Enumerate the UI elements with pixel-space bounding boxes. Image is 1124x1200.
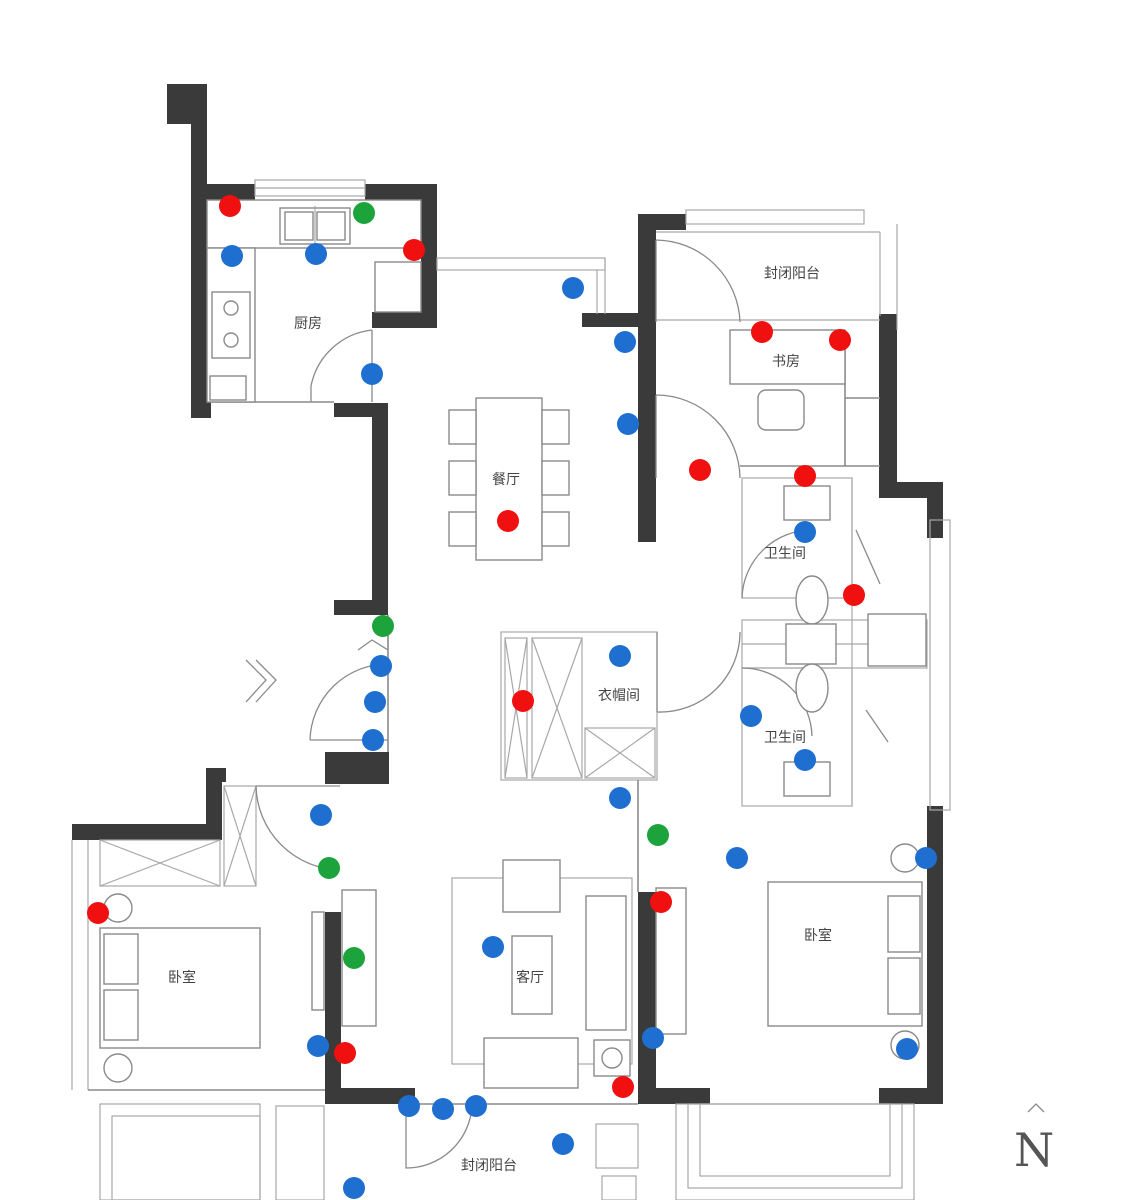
- marker-blue-18: [609, 645, 631, 667]
- label-dining: 餐厅: [492, 472, 520, 488]
- compass-letter: N: [1014, 1123, 1054, 1177]
- label-bath-lower: 卫生间: [764, 730, 806, 746]
- furniture: [99, 199, 927, 1089]
- marker-blue-26: [310, 804, 332, 826]
- label-bedroom-right: 卧室: [804, 927, 832, 944]
- room-labels: 厨房 封闭阳台 书房 餐厅 卫生间 衣帽间 卫生间 卧室 卧室 客厅 封闭阳台: [168, 266, 832, 1174]
- marker-blue-35: [307, 1035, 329, 1057]
- marker-red-16: [843, 584, 865, 606]
- label-balcony-bottom: 封闭阳台: [461, 1158, 517, 1174]
- label-kitchen: 厨房: [294, 316, 322, 332]
- marker-blue-3: [221, 245, 243, 267]
- marker-blue-30: [726, 847, 748, 869]
- marker-blue-43: [552, 1133, 574, 1155]
- marker-blue-19: [370, 655, 392, 677]
- marker-blue-23: [740, 705, 762, 727]
- label-bedroom-left: 卧室: [168, 969, 196, 986]
- marker-green-2: [353, 202, 375, 224]
- label-closet: 衣帽间: [598, 688, 640, 704]
- marker-blue-6: [562, 277, 584, 299]
- marker-blue-24: [794, 749, 816, 771]
- marker-green-17: [372, 615, 394, 637]
- marker-blue-25: [609, 787, 631, 809]
- north-compass: N: [1014, 1103, 1054, 1177]
- walls: [72, 84, 943, 1104]
- marker-blue-20: [364, 691, 386, 713]
- marker-blue-36: [642, 1027, 664, 1049]
- marker-blue-34: [482, 936, 504, 958]
- marker-green-28: [318, 857, 340, 879]
- marker-blue-44: [343, 1177, 365, 1199]
- marker-red-42: [612, 1076, 634, 1098]
- marker-blue-31: [915, 847, 937, 869]
- marker-red-1: [219, 195, 241, 217]
- marker-green-27: [647, 824, 669, 846]
- marker-blue-39: [398, 1095, 420, 1117]
- marker-blue-7: [614, 331, 636, 353]
- marker-red-33: [87, 902, 109, 924]
- marker-green-32: [343, 947, 365, 969]
- marker-red-5: [403, 239, 425, 261]
- marker-red-11: [829, 329, 851, 351]
- markers: [87, 195, 937, 1199]
- label-study: 书房: [772, 354, 800, 370]
- marker-blue-40: [432, 1098, 454, 1120]
- marker-blue-41: [465, 1095, 487, 1117]
- partitions: [71, 179, 951, 1200]
- label-bath-upper: 卫生间: [764, 546, 806, 562]
- marker-blue-9: [617, 413, 639, 435]
- marker-blue-4: [305, 243, 327, 265]
- marker-blue-21: [362, 729, 384, 751]
- marker-red-14: [497, 510, 519, 532]
- marker-blue-8: [361, 363, 383, 385]
- marker-red-29: [650, 891, 672, 913]
- marker-blue-15: [794, 521, 816, 543]
- label-living: 客厅: [516, 969, 544, 986]
- marker-red-13: [794, 465, 816, 487]
- label-balcony-top: 封闭阳台: [764, 266, 820, 282]
- marker-red-12: [689, 459, 711, 481]
- marker-red-22: [512, 690, 534, 712]
- marker-blue-38: [896, 1038, 918, 1060]
- marker-red-10: [751, 321, 773, 343]
- marker-red-37: [334, 1042, 356, 1064]
